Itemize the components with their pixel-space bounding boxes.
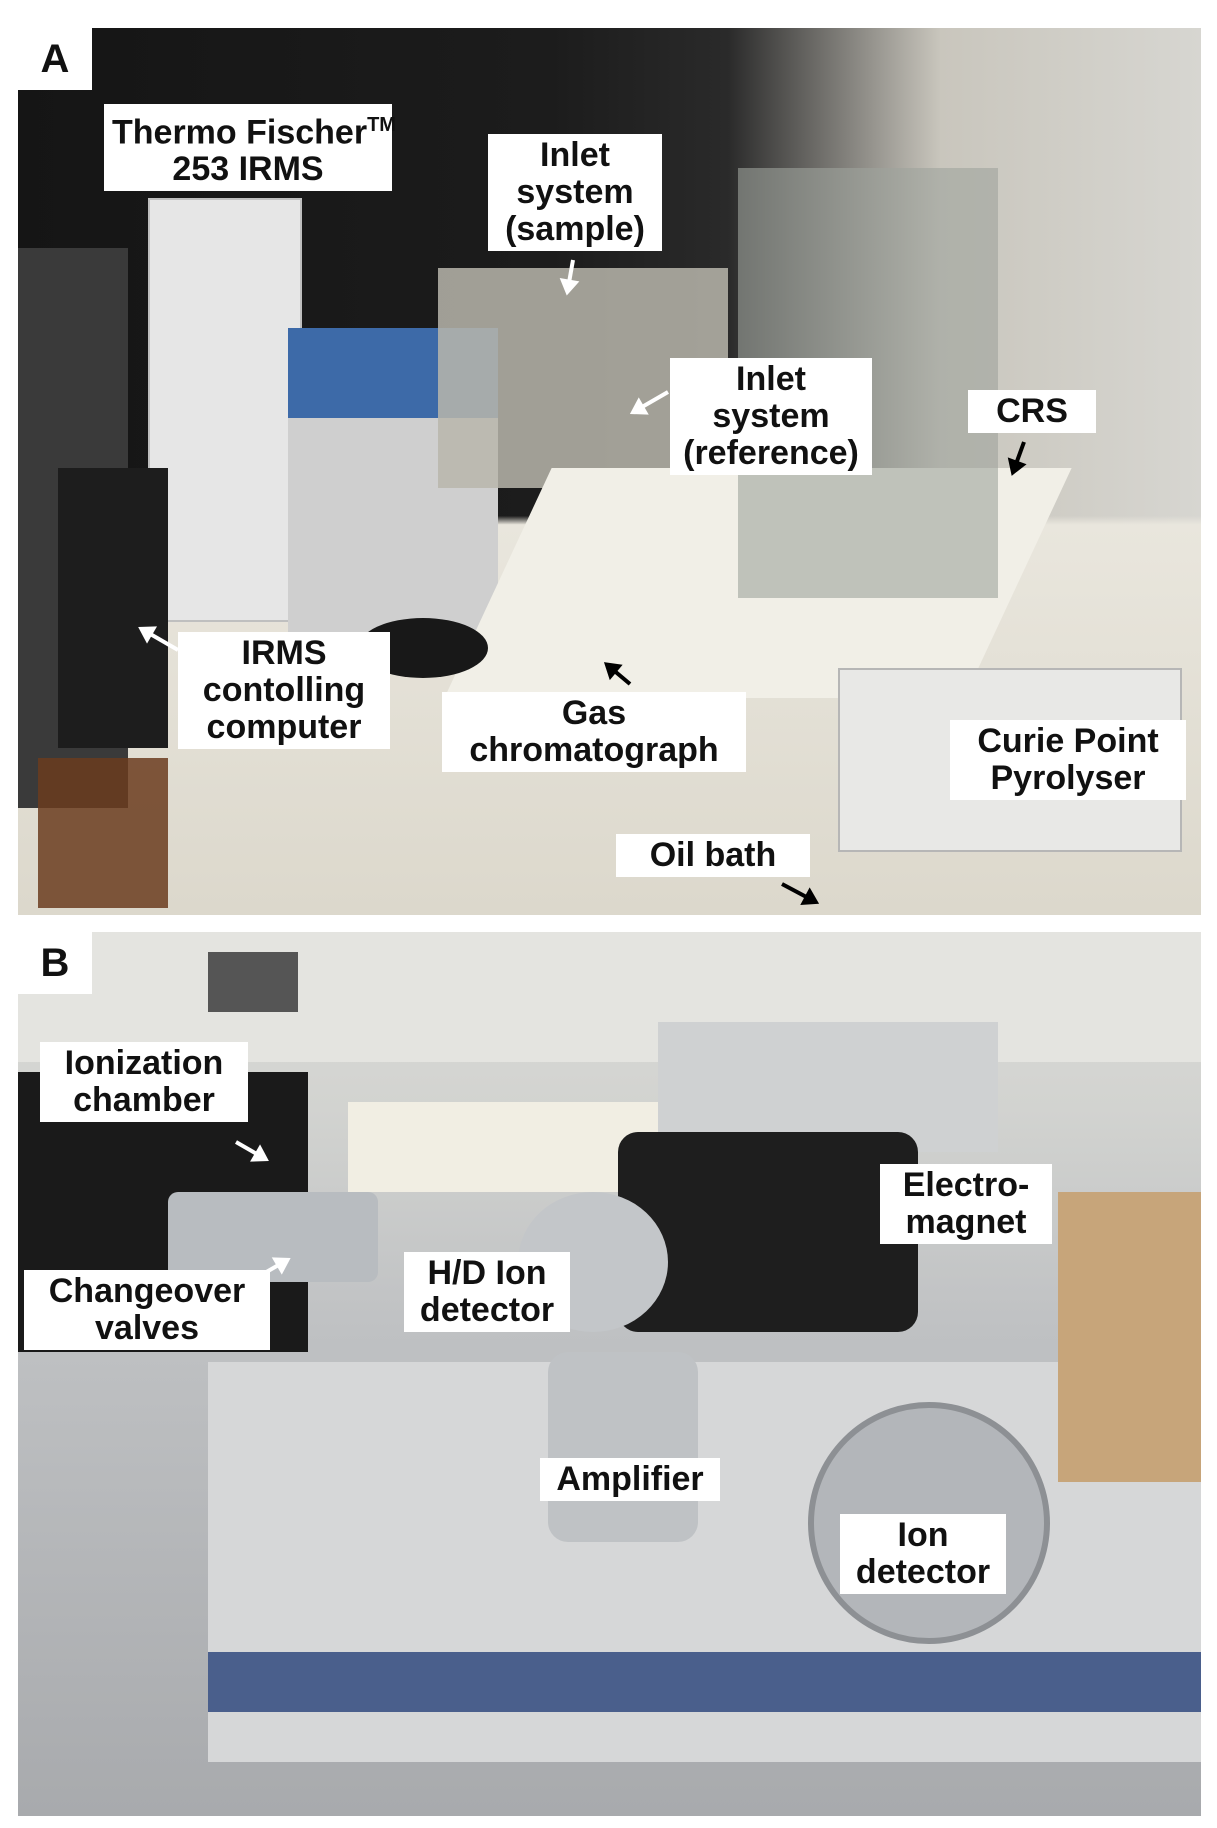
amplifier-body (548, 1352, 698, 1542)
label-valves-1: Changeover (48, 1272, 246, 1310)
magnet-cover (658, 1022, 998, 1152)
label-crs: CRS (968, 390, 1096, 433)
label-computer-1: IRMS (241, 634, 327, 672)
bottles (38, 758, 168, 908)
label-crs-text: CRS (996, 392, 1068, 430)
label-ion-det-2: detector (855, 1553, 991, 1591)
electromagnet-body (618, 1132, 918, 1332)
label-oil-bath: Oil bath (616, 834, 810, 877)
label-amplifier: Amplifier (540, 1458, 720, 1501)
label-computer: IRMS contolling computer (178, 632, 390, 749)
label-pyro-2: Pyrolyser (990, 759, 1146, 797)
oscilloscope (208, 952, 298, 1012)
label-inlet-ref-3: (reference) (683, 434, 859, 472)
label-inlet-sample-1: Inlet (540, 136, 610, 174)
label-electromagnet-1: Electro- (902, 1166, 1030, 1204)
panel-letter-b: B (18, 932, 92, 994)
label-pyrolyser: Curie Point Pyrolyser (950, 720, 1186, 800)
label-irms-line2: 253 IRMS (172, 150, 324, 189)
label-computer-3: computer (206, 708, 362, 746)
label-inlet-reference: Inlet system (reference) (670, 358, 872, 475)
label-amplifier-text: Amplifier (556, 1460, 704, 1498)
label-inlet-ref-1: Inlet (736, 360, 806, 398)
label-electromagnet-2: magnet (905, 1203, 1027, 1241)
label-ion-chamber-1: Ionization (64, 1044, 224, 1082)
photo-panel-a: A Thermo FischerTM 253 IRMS Inlet system… (18, 28, 1201, 915)
label-inlet-sample-2: system (516, 173, 634, 211)
label-irms-sup: TM (367, 114, 396, 136)
label-ionization-chamber: Ionization chamber (40, 1042, 248, 1122)
irms-tower (148, 198, 302, 622)
label-irms: Thermo FischerTM 253 IRMS (104, 104, 396, 192)
table-blue-trim (208, 1652, 1201, 1712)
label-hd-1: H/D Ion (427, 1254, 547, 1292)
label-gc: Gas chromatograph (442, 692, 746, 772)
label-electromagnet: Electro- magnet (880, 1164, 1052, 1244)
label-gc-2: chromatograph (469, 731, 719, 769)
label-valves-2: valves (95, 1309, 199, 1347)
label-inlet-sample: Inlet system (sample) (488, 134, 662, 251)
label-irms-line1: Thermo Fischer (112, 113, 368, 152)
label-gc-1: Gas (561, 694, 627, 732)
label-computer-2: contolling (202, 671, 366, 709)
label-hd-ion-detector: H/D Ion detector (404, 1252, 570, 1332)
label-pyro-1: Curie Point (977, 722, 1159, 760)
panel-letter-a: A (18, 28, 92, 90)
label-inlet-sample-3: (sample) (505, 210, 645, 248)
monitor (58, 468, 168, 748)
label-changeover-valves: Changeover valves (24, 1270, 270, 1350)
photo-panel-b: B Ionization chamber Electro- magnet Cha… (18, 932, 1201, 1816)
label-hd-2: detector (419, 1291, 555, 1329)
label-ion-detector: Ion detector (840, 1514, 1006, 1594)
label-inlet-ref-2: system (712, 397, 830, 435)
label-ion-det-1: Ion (897, 1516, 949, 1554)
label-oil-bath-text: Oil bath (649, 836, 777, 874)
cardboard-box (1058, 1192, 1201, 1482)
label-ion-chamber-2: chamber (73, 1081, 215, 1119)
